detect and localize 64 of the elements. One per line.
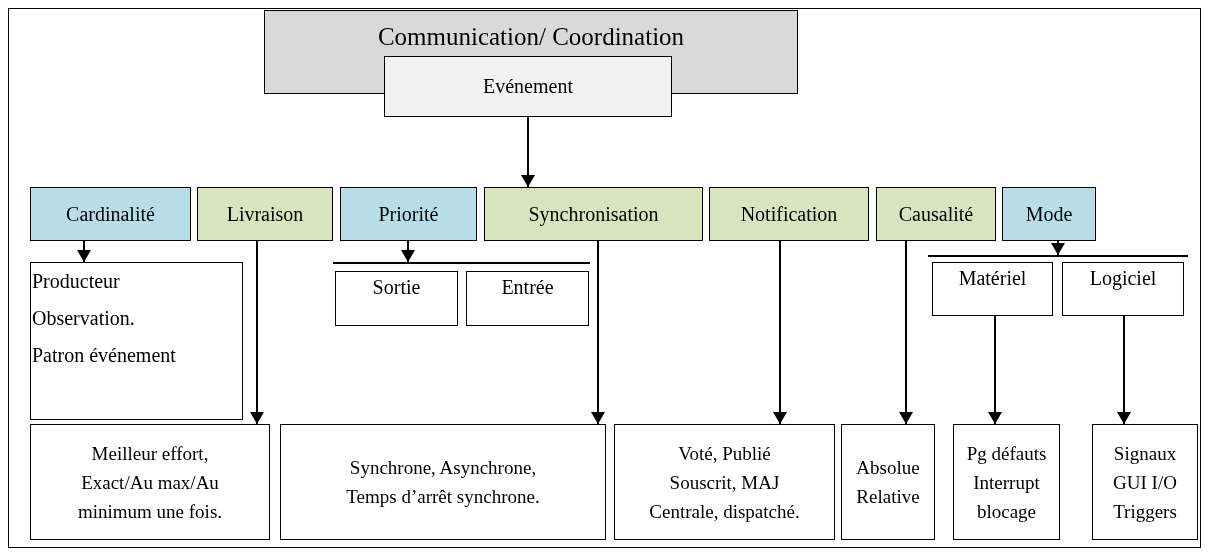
category-box xyxy=(197,187,333,241)
subcategory-box xyxy=(466,271,589,326)
text-line: Centrale, dispatché. xyxy=(649,499,800,524)
arrow xyxy=(1051,240,1065,256)
text-line: Signaux xyxy=(1113,441,1177,466)
category-box xyxy=(1002,187,1096,241)
box-label: Priorité xyxy=(378,202,439,226)
subcategory-box xyxy=(335,271,458,326)
arrow xyxy=(591,240,605,425)
detail-box xyxy=(614,424,835,540)
box-label: Livraison xyxy=(226,202,304,226)
text-line: blocage xyxy=(976,499,1037,524)
detail-box xyxy=(1092,424,1198,540)
box-label: Notification xyxy=(740,202,838,226)
arrow xyxy=(899,240,913,425)
category-box xyxy=(709,187,869,241)
subcategory-box xyxy=(1062,262,1184,316)
box-label: Synchronisation xyxy=(528,202,659,226)
text-line: Absolue xyxy=(856,456,920,480)
box-label: Logiciel xyxy=(1089,267,1157,290)
text-line: Meilleur effort, xyxy=(91,441,209,466)
subheader-box xyxy=(384,56,672,117)
text-line: Producteur xyxy=(32,269,120,294)
arrow xyxy=(401,240,415,263)
text-line: Synchrone, Asynchrone, xyxy=(349,456,537,480)
arrow xyxy=(250,240,264,425)
divider-bar xyxy=(333,262,590,264)
box-label: Sortie xyxy=(372,276,421,299)
divider-bar xyxy=(928,255,1188,257)
arrow xyxy=(77,240,91,263)
box-label: Matériel xyxy=(958,267,1027,290)
box-label: Communication/ Coordination xyxy=(377,23,685,51)
box-label: Entrée xyxy=(501,276,554,299)
arrow xyxy=(773,240,787,425)
text-line: Interrupt xyxy=(973,470,1040,495)
arrow xyxy=(1117,315,1131,425)
text-line: Voté, Publié xyxy=(678,441,771,466)
arrow xyxy=(521,116,535,188)
text-line: minimum une fois. xyxy=(77,499,223,524)
text-line: Relative xyxy=(856,485,920,509)
header-box xyxy=(264,10,798,56)
subcategory-box xyxy=(932,262,1053,316)
arrow xyxy=(988,315,1002,425)
detail-box xyxy=(30,424,270,540)
category-box xyxy=(484,187,703,241)
text-line: Pg défauts xyxy=(966,441,1047,466)
text-line: GUI I/O xyxy=(1113,470,1177,495)
detail-box xyxy=(280,424,606,540)
box-label: Evénement xyxy=(483,75,573,98)
detail-box xyxy=(841,424,935,540)
text-line: Observation. xyxy=(32,306,135,331)
category-box xyxy=(30,187,191,241)
box-label: Mode xyxy=(1025,202,1073,226)
text-line: Triggers xyxy=(1113,499,1177,524)
text-line: Patron événement xyxy=(32,343,176,368)
text-line: Temps d’arrêt synchrone. xyxy=(346,485,540,509)
box-label: Cardinalité xyxy=(66,202,155,226)
text-line: Exact/Au max/Au xyxy=(81,470,219,495)
category-box xyxy=(340,187,477,241)
box-label: Causalité xyxy=(898,202,974,226)
text-line: Souscrit, MAJ xyxy=(669,470,780,495)
detail-box xyxy=(953,424,1060,540)
category-box xyxy=(876,187,996,241)
detail-box xyxy=(30,262,243,420)
